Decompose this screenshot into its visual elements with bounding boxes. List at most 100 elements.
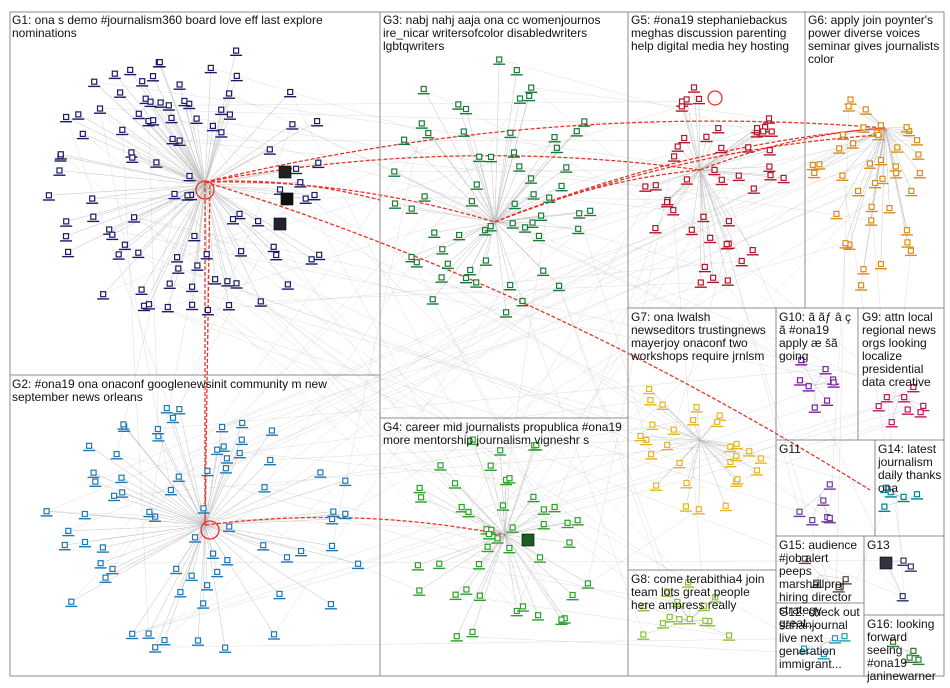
node-g12[interactable] [800,645,808,652]
node-g1[interactable] [106,226,113,233]
node-g5[interactable] [753,124,761,132]
node-g5[interactable] [709,274,717,281]
node-g1[interactable] [128,149,135,156]
node-g2[interactable] [283,554,291,561]
node-g4[interactable] [506,544,513,552]
node-g10[interactable] [805,383,812,390]
node-g1[interactable] [191,232,198,240]
node-g2[interactable] [327,600,334,608]
node-g1[interactable] [238,248,245,255]
node-g16[interactable] [910,647,917,655]
node-g1[interactable] [193,115,200,122]
node-g13[interactable] [900,557,907,564]
node-g4[interactable] [584,580,592,587]
node-g1[interactable] [156,58,163,66]
node-g1[interactable] [176,137,183,144]
node-g1[interactable] [184,192,191,199]
node-g2[interactable] [188,572,195,579]
node-g8[interactable] [659,620,667,627]
node-g8[interactable] [702,617,709,624]
node-g5[interactable] [768,128,775,135]
node-g5[interactable] [678,103,685,110]
node-g1[interactable] [166,280,173,287]
node-g4[interactable] [533,442,540,449]
node-g1[interactable] [229,216,237,223]
node-g6[interactable] [835,145,843,152]
node-g7[interactable] [670,426,677,433]
node-g8[interactable] [676,616,683,623]
node-g5[interactable] [688,226,695,233]
node-g5[interactable] [701,263,708,270]
node-g7[interactable] [652,482,660,489]
node-g1[interactable] [90,213,97,220]
node-g1[interactable] [89,195,96,202]
node-g11[interactable] [809,516,816,524]
node-g14[interactable] [881,503,888,510]
node-g4[interactable] [465,508,472,516]
node-g2[interactable] [236,449,243,457]
node-g8[interactable] [725,632,733,639]
node-g2[interactable] [110,492,118,499]
node-g2[interactable] [90,469,97,476]
node-g4[interactable] [452,591,459,598]
node-g7[interactable] [733,452,740,459]
node-g11[interactable] [826,514,833,522]
node-g14[interactable] [883,484,890,491]
node-g14[interactable] [887,489,894,496]
node-g2[interactable] [119,489,126,496]
node-g2[interactable] [276,590,283,598]
node-g1[interactable] [293,165,300,172]
node-g5[interactable] [674,143,681,150]
node-g2[interactable] [97,560,104,567]
node-g5[interactable] [690,84,698,91]
node-g15[interactable] [813,579,820,586]
node-g3[interactable] [438,274,445,281]
node-g5[interactable] [767,172,774,179]
node-g6[interactable] [809,161,816,168]
node-g6[interactable] [877,156,885,164]
node-g1[interactable] [311,191,318,199]
node-g14[interactable] [913,491,921,498]
node-g1[interactable] [315,159,322,166]
node-g2[interactable] [167,486,174,494]
node-g3[interactable] [509,220,516,227]
node-g3[interactable] [468,198,475,205]
node-g3[interactable] [462,105,470,113]
node-g1[interactable] [131,214,138,221]
node-g12[interactable] [841,633,848,640]
node-g5[interactable] [697,279,704,286]
node-g8[interactable] [684,579,692,586]
node-g4[interactable] [499,502,507,509]
node-g4[interactable] [453,633,460,640]
node-g4[interactable] [436,560,443,567]
node-g5[interactable] [652,225,659,232]
node-g9[interactable] [917,409,924,416]
node-g5[interactable] [663,199,671,206]
node-g2[interactable] [169,414,177,421]
node-g8[interactable] [640,602,647,610]
node-g2[interactable] [342,477,349,484]
node-g2[interactable] [194,637,202,644]
node-g2[interactable] [154,425,161,433]
node-g3[interactable] [487,223,494,230]
node-g9[interactable] [888,419,895,426]
avatar-node[interactable] [521,533,535,547]
node-g2[interactable] [214,446,221,453]
node-g3[interactable] [421,193,428,200]
node-g5[interactable] [745,144,752,151]
node-g9[interactable] [883,394,890,401]
node-g4[interactable] [506,475,513,482]
node-g4[interactable] [476,592,483,599]
node-g10[interactable] [811,404,818,411]
node-g3[interactable] [391,168,398,175]
avatar-node[interactable] [278,165,292,179]
node-g3[interactable] [462,274,470,282]
node-g6[interactable] [879,175,886,182]
node-g1[interactable] [145,301,153,308]
node-g13[interactable] [899,592,906,600]
node-g8[interactable] [712,594,719,601]
node-g3[interactable] [496,56,503,63]
node-g2[interactable] [214,568,221,576]
node-g6[interactable] [839,172,846,179]
node-g6[interactable] [893,170,900,177]
